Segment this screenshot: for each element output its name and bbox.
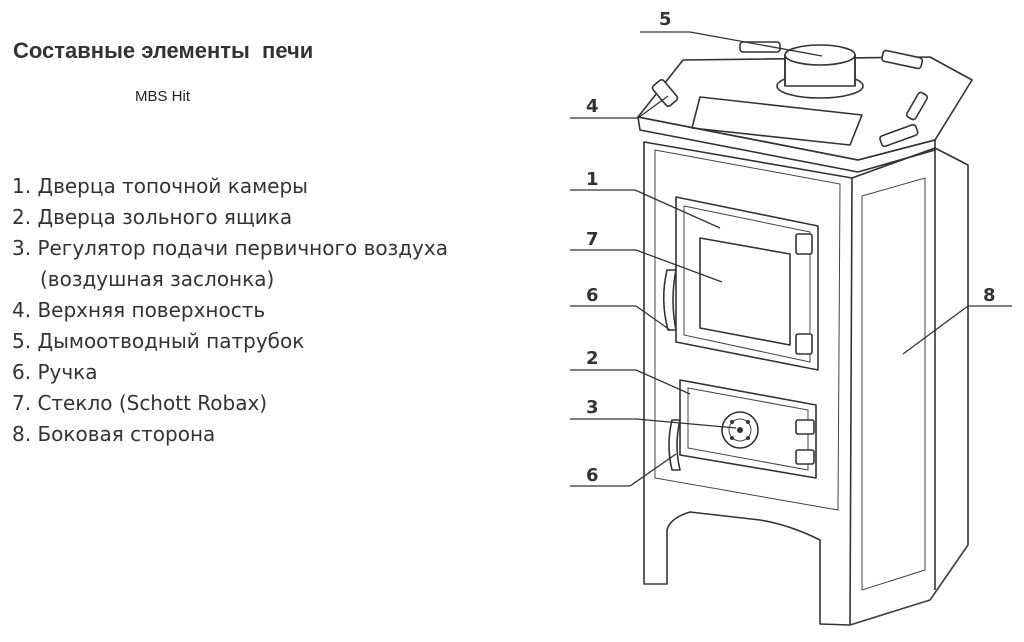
page-title: Составные элементы печи (13, 38, 314, 63)
model-name: MBS Hit (135, 88, 191, 105)
legend-item-6: 6. Ручка (12, 360, 98, 384)
air-regulator (721, 411, 759, 449)
legend-item-1: 1. Дверца топочной камеры (12, 174, 308, 198)
legend-item-3: 3. Регулятор подачи первичного воздуха (12, 236, 448, 260)
callout-lines (570, 31, 1012, 487)
callout-1: 1 (586, 169, 599, 190)
legend-item-7: 7. Стекло (Schott Robax) (12, 391, 268, 415)
callout-8: 8 (983, 285, 996, 306)
legend-item-5: 5. Дымоотводный патрубок (12, 329, 305, 353)
legend-item-8: 8. Боковая сторона (12, 422, 216, 446)
callout-3: 3 (586, 397, 599, 418)
legend-item-4: 4. Верхняя поверхность (12, 298, 266, 322)
callout-labels: 5 4 1 7 6 2 3 6 8 (586, 9, 996, 486)
parts-legend: 1. Дверца топочной камеры 2. Дверца золь… (12, 171, 448, 450)
flue-pipe (776, 44, 864, 99)
legend-item-2: 2. Дверца зольного ящика (12, 205, 293, 229)
callout-5: 5 (659, 9, 672, 30)
callout-6-top: 6 (586, 285, 599, 306)
legend-item-3-continued: (воздушная заслонка) (40, 267, 275, 291)
door-glass (699, 237, 791, 346)
stove-drawing (637, 41, 973, 626)
front-panel (643, 141, 853, 626)
ash-door (668, 379, 817, 479)
callout-2: 2 (586, 348, 599, 369)
callout-7: 7 (586, 229, 599, 250)
side-panel (849, 147, 969, 626)
fire-door (662, 196, 819, 371)
callout-4: 4 (586, 96, 599, 117)
callout-6-bottom: 6 (586, 465, 599, 486)
